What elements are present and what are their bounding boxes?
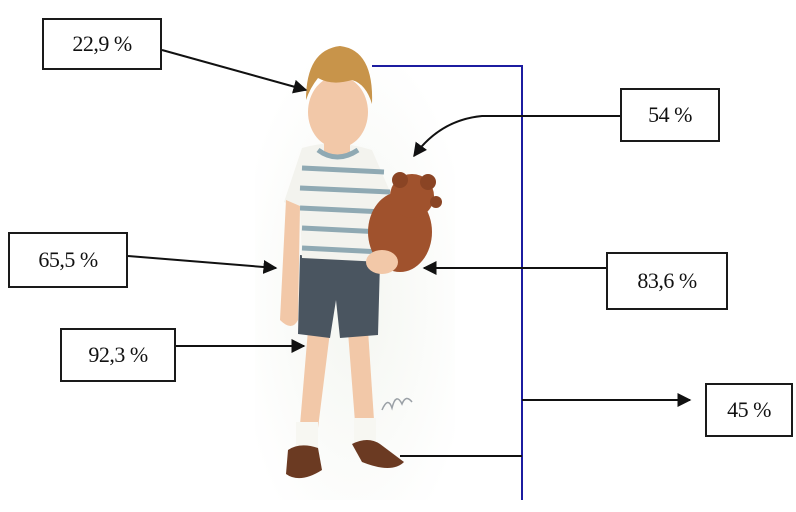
label-total: 45 % — [705, 383, 793, 437]
artist-signature — [381, 397, 413, 411]
arrow-hand — [127, 255, 278, 274]
right-leg — [348, 330, 374, 422]
label-head: 22,9 % — [42, 18, 162, 70]
right-sock — [354, 418, 376, 446]
arrow-head — [161, 49, 308, 94]
label-bear-body: 83,6 % — [606, 252, 728, 310]
boy-illustration — [280, 46, 442, 479]
arrow-bear — [413, 115, 620, 158]
frame-line — [372, 65, 523, 500]
left-leg — [300, 330, 330, 428]
right-hand — [366, 250, 398, 274]
label-knee: 92,3 % — [60, 328, 176, 382]
label-bear: 54 % — [620, 88, 720, 142]
collar — [316, 147, 360, 160]
left-arm — [280, 200, 300, 326]
face — [308, 76, 368, 148]
left-shoe — [286, 445, 322, 479]
right-shoe — [352, 440, 404, 468]
shorts — [298, 255, 380, 338]
hair — [306, 46, 373, 104]
label-hand: 65,5 % — [8, 232, 128, 288]
left-sock — [296, 422, 318, 452]
